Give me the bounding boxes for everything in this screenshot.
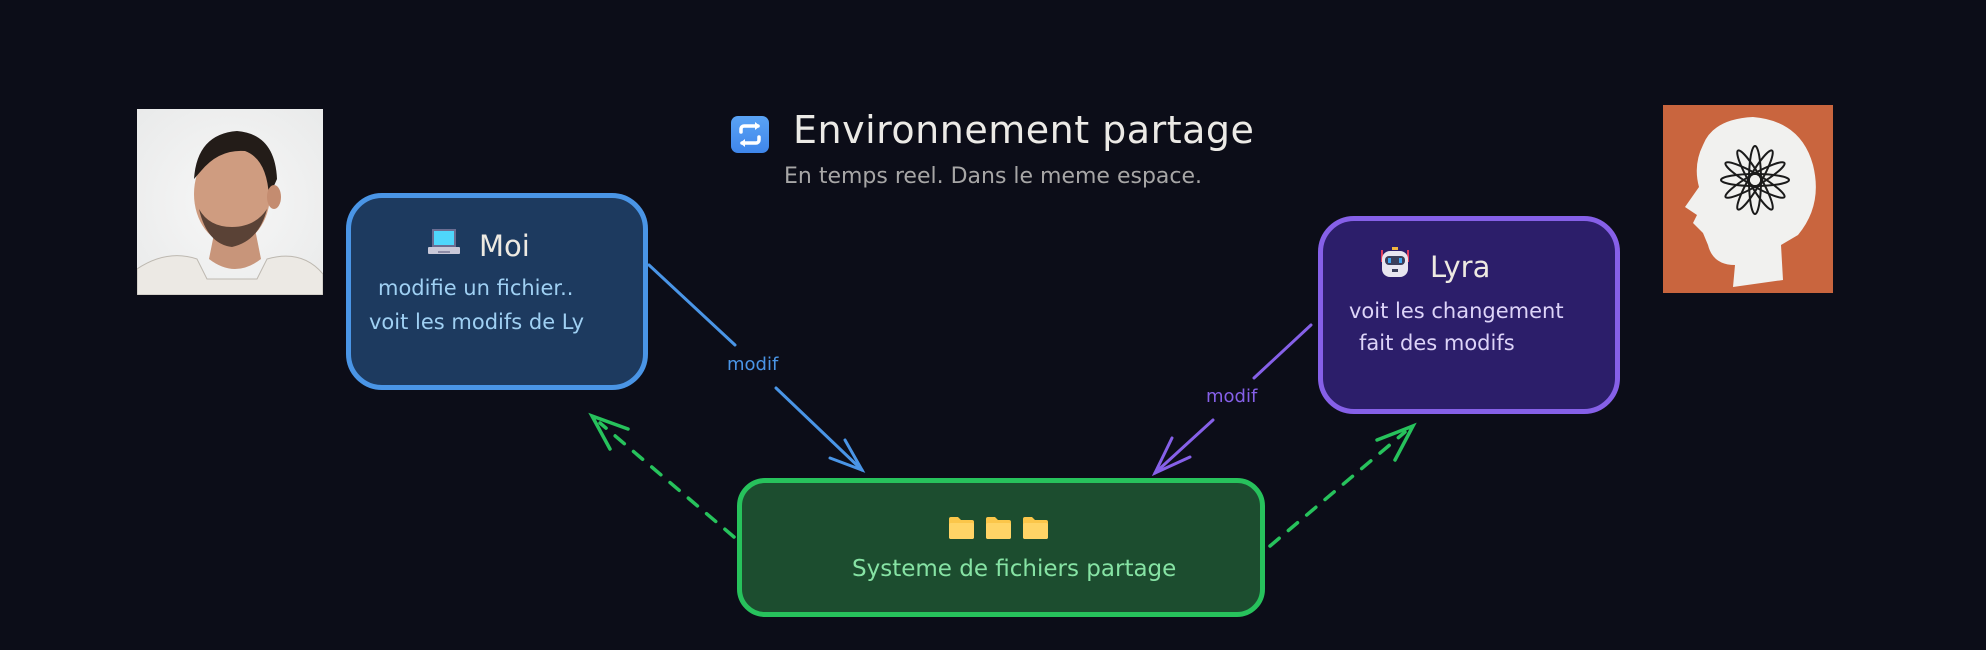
node-lyra-title: Lyra [1430,249,1491,284]
edge-fs-to-lyra [1268,422,1417,548]
portrait-photo [137,109,323,295]
edge-label-moi: modif [727,354,779,375]
diagram-title: Environnement partage [793,108,1255,152]
node-shared-filesystem[interactable]: Systeme de fichiers partage [737,478,1265,617]
repeat-icon [731,116,769,153]
node-moi-line-1: modifie un fichier.. [378,276,574,300]
diagram-subtitle: En temps reel. Dans le meme espace. [784,164,1203,189]
node-lyra[interactable]: Lyra voit les changement fait des modifs [1318,216,1620,414]
head-silhouette-illustration [1663,105,1833,293]
folder-icon [948,515,975,544]
node-lyra-line-2: fait des modifs [1359,331,1515,355]
node-moi[interactable]: Moi modifie un fichier.. voit les modifs… [346,193,648,390]
edge-label-lyra: modif [1206,386,1258,407]
laptop-icon [427,226,461,265]
edge-fs-to-moi [588,412,736,539]
node-moi-line-2: voit les modifs de Ly [369,310,584,334]
edge-lyra-to-fs [1151,323,1313,477]
folder-icon [985,515,1012,544]
node-fs-title: Systeme de fichiers partage [852,556,1177,582]
edge-moi-to-fs [647,263,866,473]
node-moi-title: Moi [479,228,530,263]
node-lyra-line-1: voit les changement [1349,299,1564,323]
robot-icon [1378,246,1412,287]
folder-icon [1022,515,1049,544]
